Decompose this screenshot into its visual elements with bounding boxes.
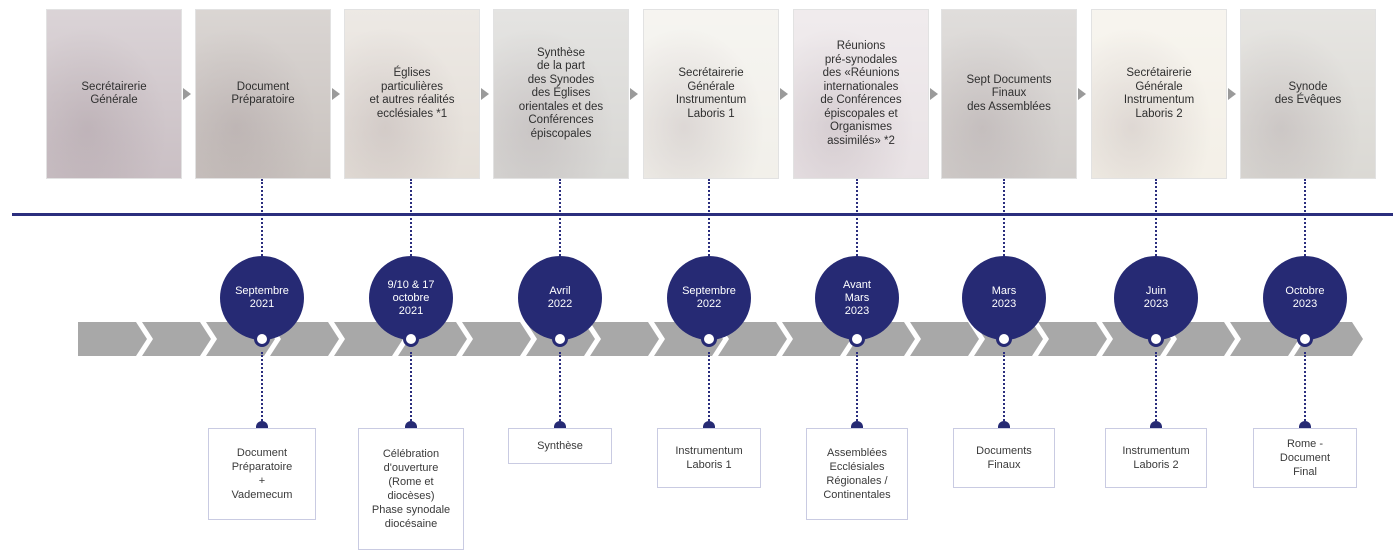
card-photo-background [345, 10, 479, 178]
milestone-marker [996, 331, 1012, 347]
arrow-right-icon [481, 88, 489, 100]
card-photo-background [494, 10, 628, 178]
connector-cap [405, 421, 417, 428]
stage-card: Églises particulières et autres réalités… [344, 9, 480, 179]
milestone-date: Octobre 2023 [1263, 256, 1347, 340]
stage-card: Synthèse de la part des Synodes des Égli… [493, 9, 629, 179]
dotted-connector-bottom [1304, 352, 1306, 424]
stage-card: Réunions pré-synodales des «Réunions int… [793, 9, 929, 179]
chevron-segment [78, 322, 147, 356]
chevron-segment [590, 322, 659, 356]
stage-card-label: Églises particulières et autres réalités… [369, 67, 455, 120]
milestone-date: Mars 2023 [962, 256, 1046, 340]
stage-card-label: Secrétairerie Générale Instrumentum Labo… [1123, 67, 1195, 120]
card-photo-background [47, 10, 181, 178]
stage-card: Secrétairerie Générale Instrumentum Labo… [1091, 9, 1227, 179]
milestone-marker [254, 331, 270, 347]
stage-card-label: Synode des Évêques [1274, 80, 1342, 107]
milestone-marker [1297, 331, 1313, 347]
stage-cards-row: Secrétairerie Générale Document Préparato… [0, 0, 1393, 185]
milestone-output: Rome - Document Final [1253, 428, 1357, 488]
milestone-output: Documents Finaux [953, 428, 1055, 488]
arrow-right-icon [183, 88, 191, 100]
stage-card: Document Préparatoire [195, 9, 331, 179]
chevron-segment [1166, 322, 1235, 356]
dotted-connector-top [856, 179, 858, 259]
chevron-segment [1038, 322, 1107, 356]
milestone-date: Avant Mars 2023 [815, 256, 899, 340]
chevron-segment [910, 322, 979, 356]
stage-card-label: Réunions pré-synodales des «Réunions int… [820, 40, 902, 147]
milestone-date: 9/10 & 17 octobre 2021 [369, 256, 453, 340]
stage-card-label: Sept Documents Finaux des Assemblées [966, 73, 1052, 113]
dotted-connector-bottom [856, 352, 858, 424]
connector-cap [998, 421, 1010, 428]
dotted-connector-top [1003, 179, 1005, 259]
arrow-right-icon [630, 88, 638, 100]
stage-card-label: Secrétairerie Générale [81, 80, 147, 107]
dotted-connector-bottom [1003, 352, 1005, 424]
stage-card-label: Secrétairerie Générale Instrumentum Labo… [675, 67, 747, 120]
card-photo-background [794, 10, 928, 178]
stage-card: Secrétairerie Générale [46, 9, 182, 179]
connector-cap [703, 421, 715, 428]
timeline-divider [12, 213, 1393, 216]
stage-card: Sept Documents Finaux des Assemblées [941, 9, 1077, 179]
milestone-output: Instrumentum Laboris 1 [657, 428, 761, 488]
arrow-right-icon [1228, 88, 1236, 100]
milestone-output: Célébration d'ouverture (Rome et diocèse… [358, 428, 464, 550]
milestone-date: Septembre 2021 [220, 256, 304, 340]
stage-card: Secrétairerie Générale Instrumentum Labo… [643, 9, 779, 179]
arrow-right-icon [332, 88, 340, 100]
milestone-output: Instrumentum Laboris 2 [1105, 428, 1207, 488]
milestone-marker [701, 331, 717, 347]
milestone-marker [849, 331, 865, 347]
stage-card: Synode des Évêques [1240, 9, 1376, 179]
dotted-connector-top [708, 179, 710, 259]
milestone-date: Avril 2022 [518, 256, 602, 340]
card-photo-background [942, 10, 1076, 178]
milestone-output: Synthèse [508, 428, 612, 464]
connector-cap [851, 421, 863, 428]
dotted-connector-bottom [261, 352, 263, 424]
dotted-connector-top [559, 179, 561, 259]
card-photo-background [196, 10, 330, 178]
connector-cap [256, 421, 268, 428]
dotted-connector-top [410, 179, 412, 259]
dotted-connector-top [1304, 179, 1306, 259]
chevron-segment [462, 322, 531, 356]
dotted-connector-bottom [410, 352, 412, 424]
milestone-date: Septembre 2022 [667, 256, 751, 340]
connector-cap [554, 421, 566, 428]
chevron-segment [142, 322, 211, 356]
arrow-right-icon [930, 88, 938, 100]
milestone-date: Juin 2023 [1114, 256, 1198, 340]
card-photo-background [1241, 10, 1375, 178]
stage-card-label: Document Préparatoire [231, 80, 295, 107]
connector-cap [1150, 421, 1162, 428]
dotted-connector-bottom [559, 352, 561, 424]
milestone-marker [403, 331, 419, 347]
stage-card-label: Synthèse de la part des Synodes des Égli… [518, 46, 604, 140]
dotted-connector-top [261, 179, 263, 259]
dotted-connector-bottom [1155, 352, 1157, 424]
card-photo-background [644, 10, 778, 178]
milestone-output: Document Préparatoire + Vademecum [208, 428, 316, 520]
milestone-marker [552, 331, 568, 347]
milestone-output: Assemblées Ecclésiales Régionales / Cont… [806, 428, 908, 520]
arrow-right-icon [1078, 88, 1086, 100]
arrow-right-icon [780, 88, 788, 100]
card-photo-background [1092, 10, 1226, 178]
dotted-connector-bottom [708, 352, 710, 424]
milestone-marker [1148, 331, 1164, 347]
dotted-connector-top [1155, 179, 1157, 259]
connector-cap [1299, 421, 1311, 428]
